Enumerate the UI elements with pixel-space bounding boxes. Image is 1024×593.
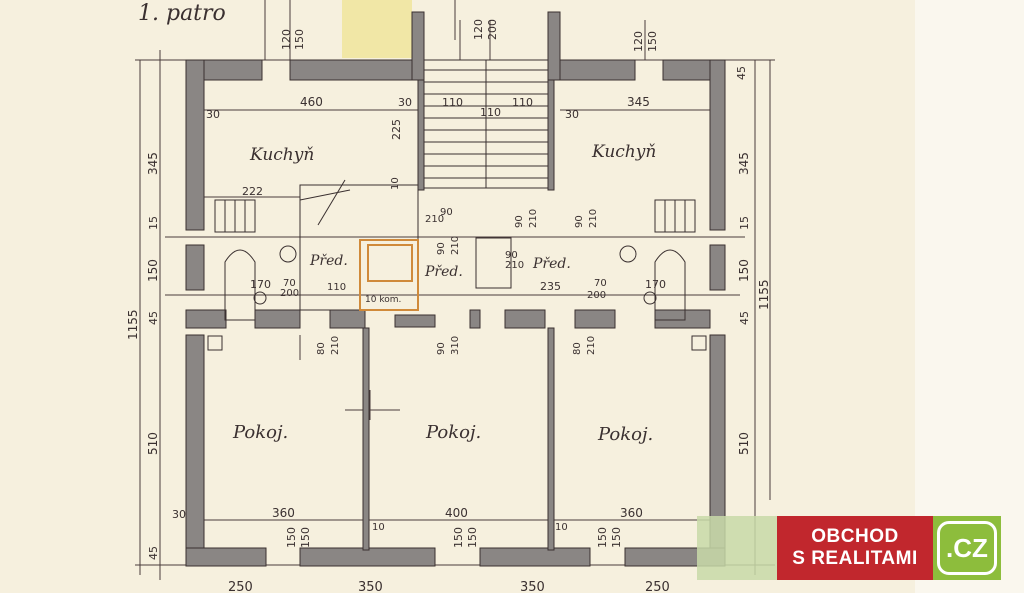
- badge-line-2: S REALITAMI: [792, 548, 918, 569]
- dimension-labels: 460 345 30 30 110 110 110 30 222 225 120…: [126, 19, 771, 593]
- dim-d210-a: 210: [425, 214, 444, 225]
- dim-total-left: 1155: [126, 309, 140, 340]
- dim-wall-30b: 30: [398, 96, 412, 109]
- dim-top-win-left-2: 150: [293, 29, 306, 50]
- dim-d210-b: 210: [528, 209, 539, 228]
- dim-top-win-mid-2: 200: [486, 19, 499, 40]
- dim-bot-350b: 350: [520, 580, 545, 593]
- room-label-hall-3: Před.: [532, 256, 571, 272]
- dim-corr-170: 170: [250, 278, 271, 291]
- dim-d90-c: 90: [574, 215, 585, 228]
- dim-bot-win-6: 150: [610, 527, 623, 548]
- dim-h45-top-right: 45: [735, 66, 748, 80]
- dim-corr-170b: 170: [645, 278, 666, 291]
- badge-domain: .CZ: [937, 521, 997, 575]
- dim-d90-mid: 90: [436, 342, 447, 355]
- dim-room-360a: 360: [272, 506, 295, 520]
- dim-d90-b: 90: [514, 215, 525, 228]
- room-label-hall-2: Před.: [424, 264, 463, 280]
- dim-bot-win-2: 150: [299, 527, 312, 548]
- dim-h510-right: 510: [737, 432, 751, 455]
- dim-h345-right: 345: [737, 152, 751, 175]
- paper-edge: [915, 0, 1024, 593]
- dim-d90-a: 90: [440, 207, 453, 218]
- dim-d90-e: 90: [505, 250, 518, 261]
- dim-d210-c: 210: [588, 209, 599, 228]
- dim-total-right: 1155: [757, 279, 771, 310]
- dim-corr-110: 110: [327, 282, 346, 293]
- badge-domain-box: .CZ: [933, 516, 1001, 580]
- dim-d80-left: 80: [316, 342, 327, 355]
- dim-h15-right: 15: [738, 216, 751, 230]
- dim-d210-right: 210: [586, 336, 597, 355]
- dim-bot-win-1: 150: [285, 527, 298, 548]
- dim-d10-a: 10: [390, 177, 401, 190]
- dimension-lines: [135, 0, 775, 580]
- dim-d310-mid: 310: [450, 336, 461, 355]
- realty-badge[interactable]: OBCHOD S REALITAMI .CZ: [697, 516, 1003, 580]
- room-label-right: Pokoj.: [597, 424, 653, 445]
- room-label-middle: Pokoj.: [425, 422, 481, 443]
- dim-room-360b: 360: [620, 506, 643, 520]
- walls: [185, 11, 726, 567]
- dim-h345-left: 345: [146, 152, 160, 175]
- dim-d210-e: 210: [505, 260, 524, 271]
- room-label-kitchen-left: Kuchyň: [249, 145, 314, 165]
- interior-fixtures: [207, 179, 707, 351]
- dim-bot-350a: 350: [358, 580, 383, 593]
- pantry-outline: [359, 239, 419, 311]
- staircase: [214, 59, 696, 233]
- room-label-kitchen-right: Kuchyň: [591, 142, 656, 162]
- dim-bot-win-5: 150: [596, 527, 609, 548]
- dim-k225: 225: [390, 119, 403, 140]
- dim-top-win-right-2: 150: [646, 31, 659, 52]
- dim-d210-left: 210: [330, 336, 341, 355]
- dim-k222: 222: [242, 185, 263, 198]
- chimney-outline: [367, 244, 413, 282]
- floor-title: 1. patro: [138, 1, 226, 26]
- room-label-hall-1: Před.: [309, 253, 348, 269]
- dim-k-left-w: 460: [300, 95, 323, 109]
- dim-h30-left: 30: [172, 508, 186, 521]
- dim-wall-10b: 10: [372, 522, 385, 533]
- dim-corr-200a: 200: [280, 288, 299, 299]
- dim-corr-235: 235: [540, 280, 561, 293]
- highlight-stripe: [342, 0, 412, 58]
- dim-room-400: 400: [445, 506, 468, 520]
- czech-map-icon: [697, 516, 777, 580]
- dim-stair-110b: 110: [480, 106, 501, 119]
- dim-h510-left: 510: [146, 432, 160, 455]
- badge-text: OBCHOD S REALITAMI: [777, 516, 933, 580]
- dim-h45-right: 45: [738, 311, 751, 325]
- dim-corr-200b: 200: [587, 290, 606, 301]
- dim-bot-win-4: 150: [466, 527, 479, 548]
- dim-h15-left: 15: [147, 216, 160, 230]
- dim-h45-bot-left: 45: [147, 546, 160, 560]
- dim-stair-110c: 110: [512, 96, 533, 109]
- dim-wall-30d: 30: [565, 108, 579, 121]
- dim-wall-10c: 10: [555, 522, 568, 533]
- dim-bot-win-3: 150: [452, 527, 465, 548]
- room-label-left: Pokoj.: [232, 422, 288, 443]
- room-label-pantry: 10 kom.: [365, 295, 401, 305]
- dim-top-win-right-1: 120: [632, 31, 645, 52]
- dim-top-win-left-1: 120: [280, 29, 293, 50]
- dim-d80-right: 80: [572, 342, 583, 355]
- dim-wall-30a: 30: [206, 108, 220, 121]
- dim-corr-70a: 70: [283, 278, 296, 289]
- dim-stair-110a: 110: [442, 96, 463, 109]
- dim-d210-d: 210: [450, 236, 461, 255]
- dim-bot-250a: 250: [228, 580, 253, 593]
- dim-k-right-w: 345: [627, 95, 650, 109]
- dim-d90-d: 90: [436, 242, 447, 255]
- dim-h150-right: 150: [737, 259, 751, 282]
- dim-h45-left: 45: [147, 311, 160, 325]
- dim-top-win-mid-1: 120: [472, 19, 485, 40]
- badge-line-1: OBCHOD: [811, 526, 899, 547]
- dim-h150-left: 150: [146, 259, 160, 282]
- dim-bot-250b: 250: [645, 580, 670, 593]
- dim-corr-70b: 70: [594, 278, 607, 289]
